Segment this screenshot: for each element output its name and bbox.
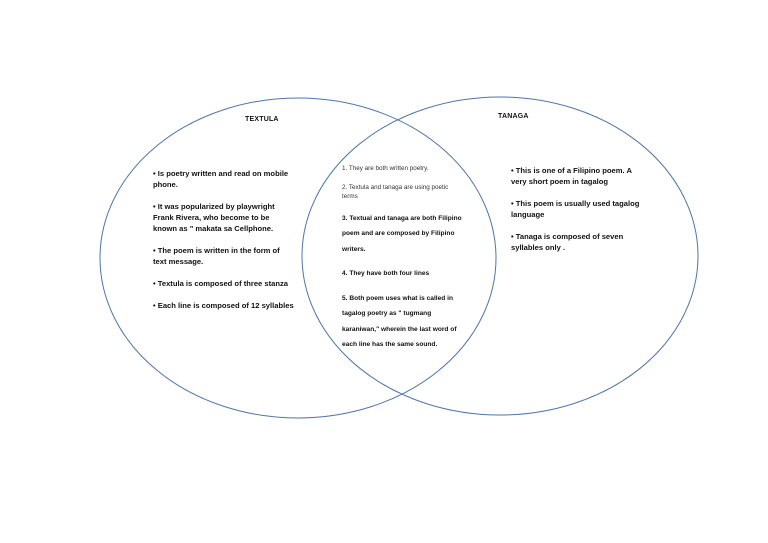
list-item: • It was popularized by playwright Frank… [153, 202, 275, 233]
tanaga-title: TANAGA [498, 113, 529, 120]
list-item: 2. Textula and tanaga are using poetic t… [342, 183, 449, 201]
list-item: • Tanaga is composed of seven syllables … [511, 232, 624, 252]
textula-title: TEXTULA [245, 116, 279, 123]
list-item: • This is one of a Filipino poem. A very… [511, 166, 632, 186]
list-item: 1. They are both written poetry. [342, 165, 429, 172]
shared-list: 1. They are both written poetry. 2. Text… [342, 164, 464, 362]
tanaga-circle [301, 96, 699, 416]
list-item: 3. Textual and tanaga are both Filipino … [342, 214, 462, 253]
list-item: • Is poetry written and read on mobile p… [153, 169, 289, 189]
list-item: 4. They have both four lines [342, 270, 430, 277]
list-item: • Each line is composed of 12 syllables [153, 301, 294, 310]
tanaga-list: • This is one of a Filipino poem. A very… [511, 165, 647, 264]
textula-list: • Is poetry written and read on mobile p… [153, 168, 295, 322]
list-item: 5. Both poem uses what is called in taga… [342, 294, 457, 349]
textula-circle [99, 97, 497, 419]
list-item: • The poem is written in the form of tex… [153, 246, 280, 266]
list-item: • Textula is composed of three stanza [153, 279, 289, 288]
list-item: • This poem is usually used tagalog lang… [511, 199, 640, 219]
